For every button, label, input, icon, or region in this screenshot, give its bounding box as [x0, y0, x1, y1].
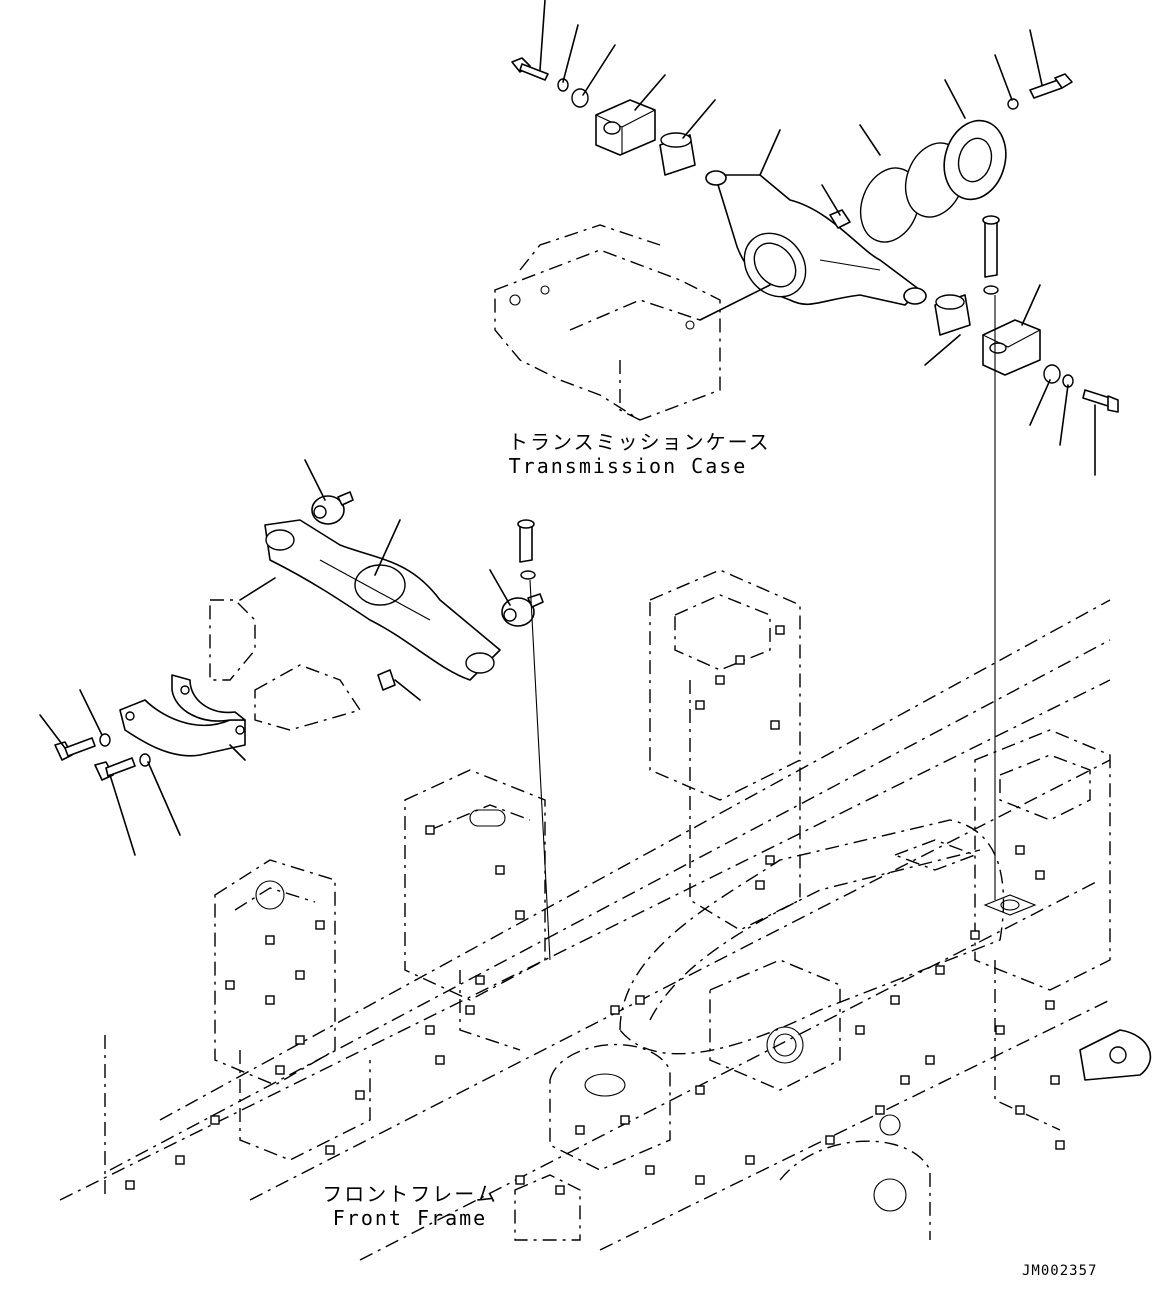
- washer-left-upper: [99, 733, 111, 747]
- frame-bolt-hole: [620, 1115, 630, 1125]
- frame-bolt-holes: [125, 625, 1065, 1195]
- frame-bolt-hole: [315, 920, 325, 930]
- frame-bolt-hole: [125, 1180, 135, 1190]
- frame-bolt-hole: [465, 1005, 475, 1015]
- grease-fitting-lower: [377, 669, 396, 691]
- front-cradle-assembly: [54, 491, 544, 781]
- frame-bolt-hole: [515, 1175, 525, 1185]
- frame-bolt-hole: [1045, 1000, 1055, 1010]
- frame-bolt-hole: [695, 1085, 705, 1095]
- drawing-code: JM002357: [1022, 1263, 1098, 1279]
- frame-bolt-hole: [1055, 1140, 1065, 1150]
- frame-bolt-hole: [425, 1025, 435, 1035]
- frame-bolt-hole: [735, 655, 745, 665]
- frame-bolt-hole: [495, 865, 505, 875]
- frame-bolt-hole: [425, 825, 435, 835]
- rubber-mount-upper: [311, 491, 354, 525]
- mount-bracket-phantom: [209, 599, 362, 731]
- frame-bolt-hole: [435, 1055, 445, 1065]
- bushing-lower-right: [934, 294, 971, 336]
- bolt-left-upper: [54, 737, 96, 761]
- frame-bolt-hole: [575, 1125, 585, 1135]
- frame-bolt-hole: [715, 675, 725, 685]
- frame-bolt-hole: [210, 1115, 220, 1125]
- transmission-case-label-en: Transmission Case: [508, 454, 748, 478]
- frame-bolt-hole: [890, 995, 900, 1005]
- front-frame-label-en: Front Frame: [332, 1206, 488, 1230]
- frame-bolt-hole: [295, 970, 305, 980]
- frame-bolt-hole: [695, 1175, 705, 1185]
- frame-bolt-hole: [515, 910, 525, 920]
- transmission-case-label: トランスミッションケース Transmission Case: [508, 430, 771, 478]
- frame-bolt-hole: [1015, 1105, 1025, 1115]
- frame-bolt-hole: [635, 995, 645, 1005]
- frame-bolt-hole: [875, 1105, 885, 1115]
- frame-bolt-hole: [225, 980, 235, 990]
- bolt-upper-left: [511, 57, 549, 81]
- seal-ring-1: [859, 167, 921, 243]
- frame-bolt-hole: [695, 700, 705, 710]
- frame-bolt-hole: [1050, 1075, 1060, 1085]
- front-frame-label: フロントフレーム Front Frame: [320, 1182, 500, 1230]
- frame-bolt-hole: [1035, 870, 1045, 880]
- frame-bolt-hole: [755, 880, 765, 890]
- bracket-half-clamp: [119, 674, 246, 757]
- transmission-case-outline: [494, 224, 721, 421]
- frame-bolt-hole: [1015, 845, 1025, 855]
- frame-bolt-hole: [610, 1005, 620, 1015]
- frame-bolt-hole: [175, 1155, 185, 1165]
- washer-lower-right: [1043, 364, 1061, 384]
- washer-vertical: [983, 285, 999, 295]
- frame-bolt-hole: [745, 1155, 755, 1165]
- cap-block-lower-right: [982, 319, 1041, 376]
- frame-bolt-hole: [775, 625, 785, 635]
- bushing-upper: [659, 132, 696, 176]
- vertical-bolt: [982, 215, 1000, 278]
- cradle-beam: [264, 519, 501, 681]
- washer-left-lower: [139, 753, 151, 767]
- frame-bolt-hole: [555, 1185, 565, 1195]
- front-frame-outline: [59, 569, 1152, 1261]
- retainer-plate: [943, 119, 1007, 201]
- front-frame-label-jp: フロントフレーム: [322, 1182, 498, 1206]
- rubber-mount-lower: [501, 593, 544, 627]
- frame-bolt-hole: [765, 855, 775, 865]
- lock-washer-upper-right: [1007, 98, 1019, 110]
- callout-leader-lines: [39, 0, 1096, 961]
- mount-bolt-vertical: [517, 519, 536, 580]
- frame-bolt-hole: [925, 1055, 935, 1065]
- bolt-lower-right: [1082, 389, 1119, 413]
- rear-arm: [705, 170, 927, 306]
- frame-bolt-hole: [265, 935, 275, 945]
- upper-rear-cradle-assembly: [511, 57, 1119, 413]
- frame-bolt-hole: [770, 720, 780, 730]
- frame-bolt-hole: [935, 965, 945, 975]
- frame-bolt-hole: [325, 1145, 335, 1155]
- frame-bolt-hole: [295, 1035, 305, 1045]
- frame-bolt-hole: [825, 1135, 835, 1145]
- cap-block-upper-left: [595, 99, 656, 156]
- frame-bolt-hole: [355, 1090, 365, 1100]
- bolt-upper-right: [1029, 73, 1073, 99]
- frame-bolt-hole: [265, 995, 275, 1005]
- transmission-case-label-jp: トランスミッションケース: [508, 430, 771, 454]
- frame-bolt-hole: [855, 1025, 865, 1035]
- frame-bolt-hole: [475, 975, 485, 985]
- frame-bolt-hole: [275, 1065, 285, 1075]
- frame-bolt-hole: [645, 1165, 655, 1175]
- frame-bolt-hole: [995, 1025, 1005, 1035]
- bolt-left-lower: [94, 757, 136, 781]
- frame-bolt-hole: [900, 1075, 910, 1085]
- frame-bolt-hole: [970, 930, 980, 940]
